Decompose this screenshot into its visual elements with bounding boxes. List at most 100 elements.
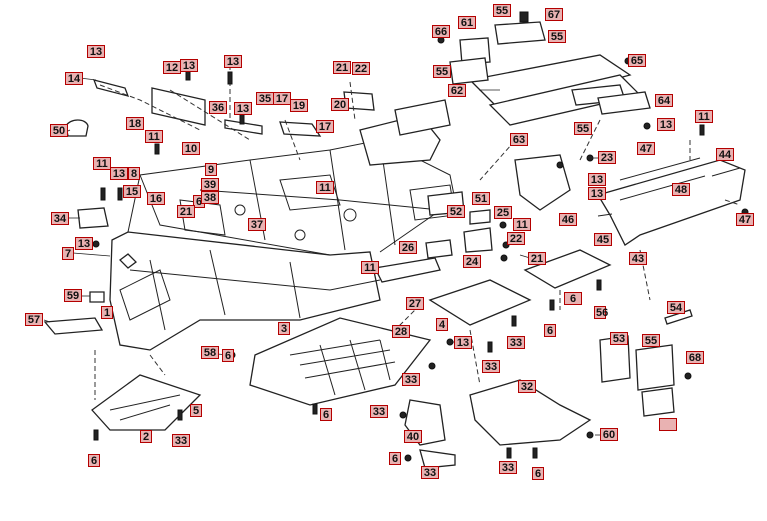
callout-label: 6 [222, 349, 234, 362]
callout-label: 11 [513, 218, 531, 231]
callout-label: 55 [574, 122, 592, 135]
callout-label: 55 [548, 30, 566, 43]
callout-label: 6 [389, 452, 401, 465]
callout-label: 13 [87, 45, 105, 58]
callout-label: 27 [406, 297, 424, 310]
callout-label: 68 [686, 351, 704, 364]
callout-label: 13 [180, 59, 198, 72]
callout-label: 43 [629, 252, 647, 265]
callout-label: 57 [25, 313, 43, 326]
callout-label: 6 [544, 324, 556, 337]
callout-label: 3 [278, 322, 290, 335]
callout-label: 54 [667, 301, 685, 314]
callout-label: 33 [421, 466, 439, 479]
callout-label: 7 [62, 247, 74, 260]
callout-label: 23 [598, 151, 616, 164]
callout-label: 17 [316, 120, 334, 133]
callout-label: 66 [432, 25, 450, 38]
callout-label: 6 [88, 454, 100, 467]
callout-label: 25 [494, 206, 512, 219]
callout-label: 21 [333, 61, 351, 74]
callout-label: 11 [145, 130, 163, 143]
callout-label: 63 [510, 133, 528, 146]
callout-label: 48 [672, 183, 690, 196]
callout-label: 62 [448, 84, 466, 97]
callout-label: 47 [736, 213, 754, 226]
callout-label [659, 418, 677, 431]
callout-label: 24 [463, 255, 481, 268]
callout-label: 47 [637, 142, 655, 155]
callout-label: 11 [695, 110, 713, 123]
callout-label: 33 [507, 336, 525, 349]
callout-label: 33 [172, 434, 190, 447]
callout-label: 37 [248, 218, 266, 231]
callout-label: 11 [316, 181, 334, 194]
callout-label: 44 [716, 148, 734, 161]
callout-label: 1 [101, 306, 113, 319]
callout-label: 10 [182, 142, 200, 155]
callout-label: 33 [370, 405, 388, 418]
callout-label: 5 [190, 404, 202, 417]
callout-label: 67 [545, 8, 563, 21]
callout-label: 13 [454, 336, 472, 349]
callout-label: 50 [50, 124, 68, 137]
callout-label: 13 [234, 102, 252, 115]
callout-label: 28 [392, 325, 410, 338]
callout-label: 4 [436, 318, 448, 331]
callout-label: 51 [472, 192, 490, 205]
callout-label: 15 [123, 185, 141, 198]
callout-label: 56 [594, 306, 609, 319]
callout-label: 12 [163, 61, 181, 74]
callout-label: 13 [224, 55, 242, 68]
callout-label: 20 [331, 98, 349, 111]
main-frame [109, 99, 456, 351]
callout-label: 32 [518, 380, 536, 393]
callout-label: 6 [564, 292, 582, 305]
callout-label: 11 [361, 261, 379, 274]
callout-label: 60 [600, 428, 618, 441]
callout-label: 36 [209, 101, 227, 114]
callout-label: 26 [399, 241, 417, 254]
callout-label: 17 [273, 92, 291, 105]
callout-label: 16 [147, 192, 165, 205]
callout-label: 21 [177, 205, 195, 218]
callout-label: 55 [433, 65, 451, 78]
callout-label: 33 [402, 373, 420, 386]
callout-label: 13 [657, 118, 675, 131]
callout-label: 21 [528, 252, 546, 265]
callout-label: 11 [93, 157, 111, 170]
callout-label: 35 [256, 92, 274, 105]
callout-label: 59 [64, 289, 82, 302]
callout-label: 14 [65, 72, 83, 85]
callout-label: 55 [642, 334, 660, 347]
callout-label: 58 [201, 346, 219, 359]
callout-label: 55 [493, 4, 511, 17]
callout-label: 65 [628, 54, 646, 67]
callout-label: 13 [75, 237, 93, 250]
callout-label: 13 [588, 173, 606, 186]
callout-label: 33 [482, 360, 500, 373]
callout-label: 34 [51, 212, 69, 225]
callout-label: 39 [201, 178, 219, 191]
callout-label: 22 [352, 62, 370, 75]
callout-label: 45 [594, 233, 612, 246]
callout-label: 53 [610, 332, 628, 345]
callout-label: 61 [458, 16, 476, 29]
callout-label: 8 [128, 167, 140, 180]
callout-label: 33 [499, 461, 517, 474]
callout-label: 46 [559, 213, 577, 226]
callout-label: 38 [201, 191, 219, 204]
callout-label: 22 [507, 232, 525, 245]
callout-label: 9 [205, 163, 217, 176]
callout-label: 52 [447, 205, 465, 218]
callout-label: 6 [532, 467, 544, 480]
callout-label: 2 [140, 430, 152, 443]
callout-label: 13 [110, 167, 128, 180]
callout-label: 13 [588, 187, 606, 200]
callout-label: 64 [655, 94, 673, 107]
callout-label: 18 [126, 117, 144, 130]
callout-label: 19 [290, 99, 308, 112]
callout-label: 6 [320, 408, 332, 421]
